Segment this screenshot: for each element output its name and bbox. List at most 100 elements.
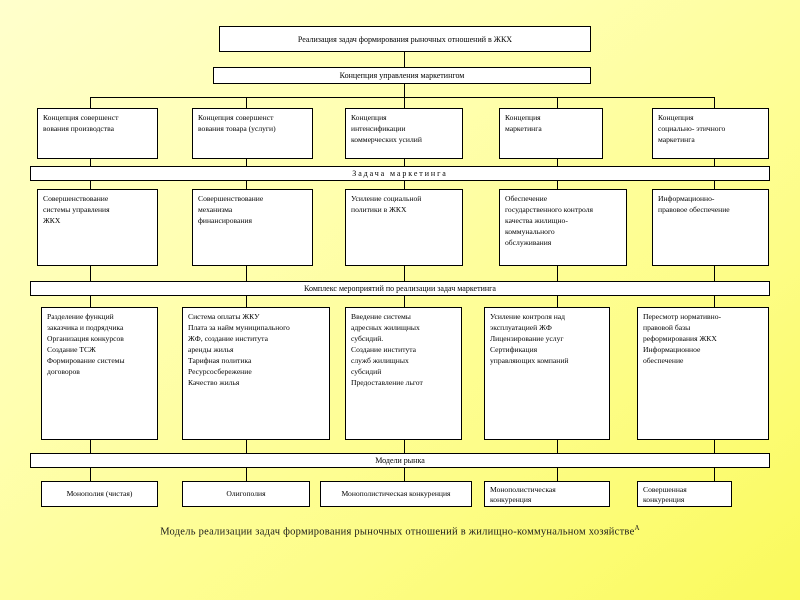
measure-box-1-line-1: Разделение функций bbox=[47, 312, 114, 321]
market-models-bar: Модели рынка bbox=[30, 453, 770, 468]
measure-box-4-line-2: эксплуатацией ЖФ bbox=[490, 323, 552, 332]
task-box-2-line-2: механизма bbox=[198, 205, 233, 214]
connector-task-out-5 bbox=[714, 266, 715, 281]
task-box-5: Информационно- правовое обеспечение bbox=[652, 189, 769, 266]
concept-box-5-line-1: Концепция bbox=[658, 113, 694, 122]
concept-management-text: Концепция управления маркетингом bbox=[339, 71, 465, 80]
measure-box-2-line-2: Плата за найм муниципального bbox=[188, 323, 290, 332]
task-box-5-line-2: правовое обеспечение bbox=[658, 205, 730, 214]
connector-model-drop-1 bbox=[90, 468, 91, 481]
measure-box-4-line-1: Усиление контроля над bbox=[490, 312, 566, 321]
measure-box-4-line-4: Сертификация bbox=[490, 345, 538, 354]
model-box-1-label: Монополия (чистая) bbox=[66, 488, 133, 498]
connector-task-drop-4 bbox=[557, 181, 558, 189]
connector-model-drop-2 bbox=[246, 468, 247, 481]
model-box-4-line-1: Монополистическая bbox=[490, 485, 556, 494]
concept-box-2: Концепция совершенст вования товара (усл… bbox=[192, 108, 313, 159]
concept-management-bar: Концепция управления маркетингом bbox=[213, 67, 591, 84]
task-box-4-line-5: обслуживания bbox=[505, 238, 552, 247]
connector-measure-out-2 bbox=[246, 440, 247, 453]
measure-box-2-line-3: ЖФ, создание института bbox=[188, 334, 268, 343]
measure-box-5: Пересмотр нормативно- правовой базы рефо… bbox=[637, 307, 769, 440]
measure-box-5-line-5: обеспечение bbox=[643, 356, 684, 365]
model-box-2: Олигополия bbox=[182, 481, 310, 507]
connector-concept-drop-3 bbox=[404, 97, 405, 108]
connector-model-drop-5 bbox=[714, 468, 715, 481]
task-bar-text: Задача маркетинга bbox=[352, 169, 448, 178]
slide-caption-superscript: А bbox=[634, 524, 640, 532]
connector-concept-out-3 bbox=[404, 159, 405, 166]
connector-task-out-3 bbox=[404, 266, 405, 281]
measure-box-3-line-6: субсидий bbox=[351, 367, 382, 376]
task-box-3-line-2: политики в ЖКХ bbox=[351, 205, 407, 214]
connector-measure-drop-4 bbox=[557, 296, 558, 307]
concept-box-3-line-1: Концепция bbox=[351, 113, 387, 122]
connector-measure-out-3 bbox=[404, 440, 405, 453]
measure-box-1-line-4: Создание ТСЖ bbox=[47, 345, 96, 354]
concept-box-4-line-1: Концепция bbox=[505, 113, 541, 122]
measure-box-2-line-7: Качество жилья bbox=[188, 378, 240, 387]
measure-box-2: Система оплаты ЖКУ Плата за найм муницип… bbox=[182, 307, 330, 440]
task-box-4: Обеспечение государственного контроля ка… bbox=[499, 189, 627, 266]
measure-box-3: Введение системы адресных жилищных субси… bbox=[345, 307, 462, 440]
concept-box-3-line-3: коммерческих усилий bbox=[351, 135, 422, 144]
connector-task-out-2 bbox=[246, 266, 247, 281]
connector-measure-out-1 bbox=[90, 440, 91, 453]
concept-box-3: Концепция интенсификации коммерческих ус… bbox=[345, 108, 463, 159]
model-box-5-line-2: конкуренция bbox=[643, 495, 685, 504]
concept-box-2-line-1: Концепция совершенст bbox=[198, 113, 274, 122]
task-box-2: Совершенствование механизма финансирован… bbox=[192, 189, 313, 266]
connector-task-out-4 bbox=[557, 266, 558, 281]
model-box-2-label: Олигополия bbox=[226, 488, 266, 498]
task-box-5-line-1: Информационно- bbox=[658, 194, 715, 203]
measure-box-3-line-5: служб жилищных bbox=[351, 356, 409, 365]
measure-box-1-line-5: Формирование системы bbox=[47, 356, 125, 365]
measure-box-3-line-7: Предоставление льгот bbox=[351, 378, 423, 387]
concept-box-5-line-2: социально- этичного bbox=[658, 124, 726, 133]
connector-measure-drop-2 bbox=[246, 296, 247, 307]
connector-concept-stem bbox=[404, 84, 405, 97]
concept-box-2-line-2: вования товара (услуги) bbox=[198, 124, 276, 133]
connector-concept-bus bbox=[90, 97, 714, 98]
concept-box-5: Концепция социально- этичного маркетинга bbox=[652, 108, 769, 159]
connector-concept-drop-1 bbox=[90, 97, 91, 108]
connector-concept-out-2 bbox=[246, 159, 247, 166]
task-box-3-line-1: Усиление социальной bbox=[351, 194, 422, 203]
measure-box-1-line-2: заказчика и подрядчика bbox=[47, 323, 124, 332]
connector-task-drop-3 bbox=[404, 181, 405, 189]
measure-box-3-line-4: Создание института bbox=[351, 345, 417, 354]
measure-box-5-line-2: правовой базы bbox=[643, 323, 691, 332]
task-box-3: Усиление социальной политики в ЖКХ bbox=[345, 189, 463, 266]
concept-box-3-line-2: интенсификации bbox=[351, 124, 406, 133]
connector-concept-out-4 bbox=[557, 159, 558, 166]
connector-concept-drop-4 bbox=[557, 97, 558, 108]
model-box-3: Монополистическая конкуренция bbox=[320, 481, 472, 507]
connector-measure-out-4 bbox=[557, 440, 558, 453]
task-box-2-line-1: Совершенствование bbox=[198, 194, 264, 203]
task-box-1-line-3: ЖКХ bbox=[43, 216, 61, 225]
task-box-1-line-2: системы управления bbox=[43, 205, 110, 214]
complex-measures-bar: Комплекс мероприятий по реализации задач… bbox=[30, 281, 770, 296]
root-title-box: Реализация задач формирования рыночных о… bbox=[219, 26, 591, 52]
measure-box-4-line-5: управляющих компаний bbox=[490, 356, 569, 365]
measure-box-5-line-3: реформирования ЖКХ bbox=[643, 334, 717, 343]
measure-box-3-line-2: адресных жилищных bbox=[351, 323, 420, 332]
concept-box-4-line-2: маркетинга bbox=[505, 124, 542, 133]
model-box-3-label: Монополистическая конкуренция bbox=[341, 488, 451, 498]
root-title-text: Реализация задач формирования рыночных о… bbox=[297, 34, 513, 44]
concept-box-1-line-1: Концепция совершенст bbox=[43, 113, 119, 122]
complex-measures-text: Комплекс мероприятий по реализации задач… bbox=[304, 284, 496, 293]
concept-box-1: Концепция совершенст вования производств… bbox=[37, 108, 158, 159]
connector-title-to-concept bbox=[404, 52, 405, 67]
concept-box-4: Концепция маркетинга bbox=[499, 108, 603, 159]
measure-box-5-line-1: Пересмотр нормативно- bbox=[643, 312, 722, 321]
measure-box-2-line-1: Система оплаты ЖКУ bbox=[188, 312, 260, 321]
task-bar: Задача маркетинга bbox=[30, 166, 770, 181]
task-box-1: Совершенствование системы управления ЖКХ bbox=[37, 189, 158, 266]
connector-task-drop-1 bbox=[90, 181, 91, 189]
market-models-text: Модели рынка bbox=[375, 456, 425, 465]
slide-caption: Модель реализации задач формирования рын… bbox=[0, 524, 800, 538]
task-box-2-line-3: финансирования bbox=[198, 216, 252, 225]
measure-box-3-line-3: субсидий. bbox=[351, 334, 384, 343]
measure-box-2-line-6: Ресурсосбережение bbox=[188, 367, 252, 376]
